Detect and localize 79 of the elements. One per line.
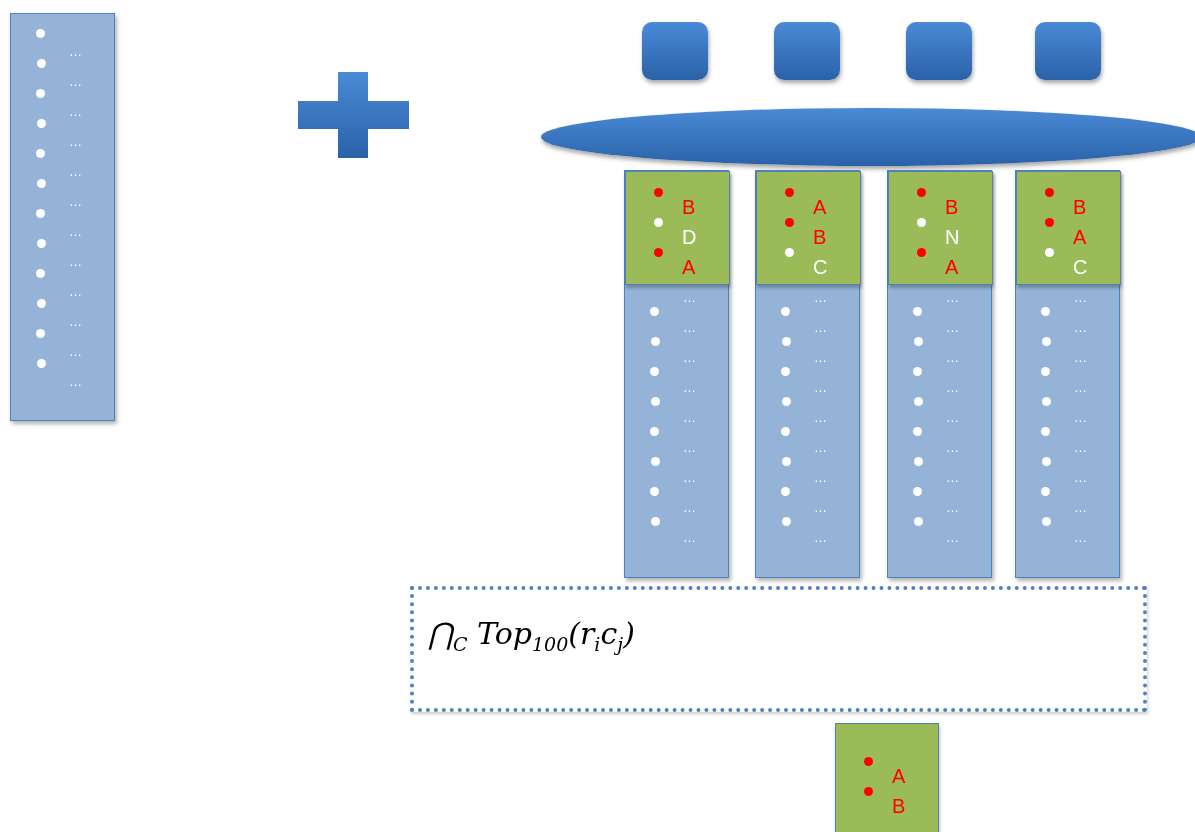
ellipsis-text: … — [814, 531, 828, 545]
ellipsis-text: … — [814, 441, 828, 455]
ellipsis-text: … — [814, 411, 828, 425]
ellipsis-text: … — [69, 315, 83, 329]
ellipsis-text: … — [69, 285, 83, 299]
rounded-square — [906, 22, 972, 80]
ellipsis-text: … — [946, 531, 960, 545]
ellipsis-text: … — [946, 351, 960, 365]
ellipsis-text: … — [683, 381, 697, 395]
ellipsis-text: … — [946, 411, 960, 425]
ellipsis-text: … — [683, 291, 697, 305]
ellipsis-text: … — [814, 291, 828, 305]
top-hits-box — [1016, 171, 1121, 285]
ellipsis-text: … — [69, 375, 83, 389]
hit-label: A — [813, 196, 827, 218]
ellipsis-text: … — [946, 501, 960, 515]
ellipsis-text: … — [69, 255, 83, 269]
hit-label: C — [813, 256, 828, 278]
hit-label: C — [1073, 256, 1088, 278]
ellipsis-text: … — [1074, 471, 1088, 485]
ellipsis-text: … — [683, 321, 697, 335]
hit-label: B — [1073, 196, 1087, 218]
hit-label: B — [892, 795, 906, 817]
ellipsis-text: … — [1074, 291, 1088, 305]
ellipsis-text: … — [946, 381, 960, 395]
rounded-square — [774, 22, 840, 80]
ellipsis-text: … — [683, 411, 697, 425]
ellipsis-text: … — [946, 471, 960, 485]
formula-text: ⋂$_{C}$ Top$_{100}$(r$_{i}$c$_{j}$) — [428, 616, 635, 655]
result-column — [624, 170, 729, 578]
ellipsis-text: … — [1074, 441, 1088, 455]
ellipsis-text: … — [946, 441, 960, 455]
dotted-box — [410, 586, 1147, 712]
list-panel — [10, 13, 115, 421]
ellipse — [541, 108, 1195, 166]
hit-label: A — [892, 765, 906, 787]
hit-label: A — [945, 256, 959, 278]
top-hits-box — [625, 171, 730, 285]
ellipsis-text: … — [69, 195, 83, 209]
ellipsis-text: … — [1074, 501, 1088, 515]
ellipsis-text: … — [69, 345, 83, 359]
ellipsis-text: … — [69, 135, 83, 149]
top-hits-box — [888, 171, 993, 285]
ellipsis-text: … — [69, 75, 83, 89]
hit-label: N — [945, 226, 960, 248]
rounded-square — [642, 22, 708, 80]
top-hits-box — [835, 723, 939, 832]
ellipsis-text: … — [69, 225, 83, 239]
ellipsis-text: … — [683, 351, 697, 365]
ellipsis-text: … — [1074, 321, 1088, 335]
result-column — [887, 170, 992, 578]
ellipsis-text: … — [683, 531, 697, 545]
ellipsis-text: … — [814, 321, 828, 335]
ellipsis-text: … — [1074, 531, 1088, 545]
ellipsis-text: … — [683, 501, 697, 515]
hit-label: A — [682, 256, 696, 278]
hit-label: B — [682, 196, 696, 218]
ellipsis-text: … — [814, 501, 828, 515]
ellipsis-text: … — [69, 165, 83, 179]
ellipsis-text: … — [946, 291, 960, 305]
ellipsis-text: … — [814, 471, 828, 485]
ellipsis-text: … — [814, 351, 828, 365]
ellipsis-text: … — [683, 441, 697, 455]
ellipsis-text: … — [1074, 411, 1088, 425]
hit-label: B — [813, 226, 827, 248]
ellipsis-text: … — [683, 471, 697, 485]
ellipsis-text: … — [1074, 381, 1088, 395]
ellipsis-text: … — [946, 321, 960, 335]
rounded-square — [1035, 22, 1101, 80]
result-column — [755, 170, 860, 578]
top-hits-box — [756, 171, 861, 285]
hit-label: A — [1073, 226, 1087, 248]
ellipsis-text: … — [69, 105, 83, 119]
hit-label: B — [945, 196, 959, 218]
hit-label: D — [682, 226, 697, 248]
result-column — [1015, 170, 1120, 578]
ellipsis-text: … — [814, 381, 828, 395]
ellipsis-text: … — [1074, 351, 1088, 365]
ellipsis-text: … — [69, 45, 83, 59]
